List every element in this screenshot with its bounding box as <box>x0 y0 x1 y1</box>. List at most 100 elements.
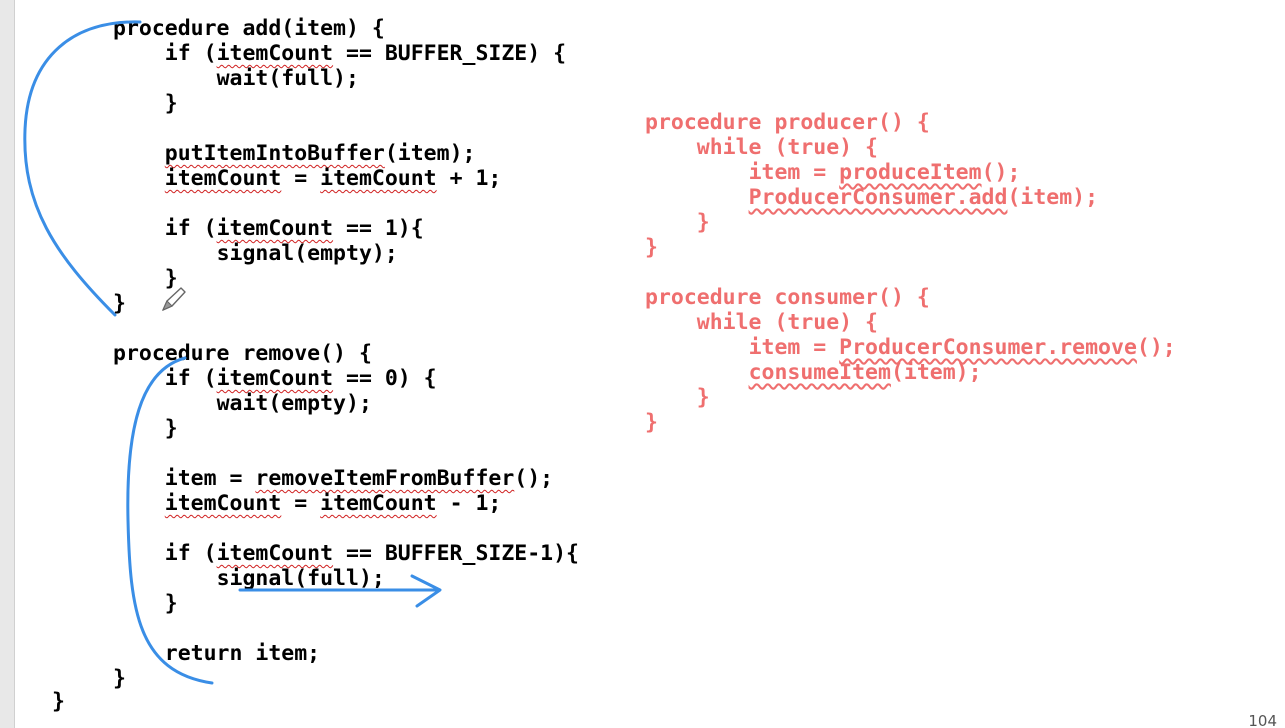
code-token: wait(empty); <box>216 391 372 416</box>
code-line: wait(empty); <box>113 391 579 416</box>
code-token: } <box>696 210 710 235</box>
code-line: if (itemCount == BUFFER_SIZE) { <box>113 41 579 66</box>
code-token: (); <box>981 160 1021 185</box>
code-token: } <box>164 91 178 116</box>
code-line: if (itemCount == BUFFER_SIZE-1){ <box>113 541 579 566</box>
code-token: - 1; <box>436 491 502 516</box>
spellcheck-flagged-token: ProducerConsumer.remove <box>839 335 1137 360</box>
producer-consumer-code: procedure producer() { while (true) { it… <box>645 110 1176 435</box>
spellcheck-flagged-token: itemCount <box>216 366 334 391</box>
spellcheck-flagged-token: itemCount <box>320 166 437 191</box>
code-token: signal(full); <box>216 566 385 591</box>
code-token: } <box>645 410 658 435</box>
code-token: == 0) { <box>333 366 437 391</box>
code-line: } <box>645 385 1176 410</box>
spellcheck-flagged-token: itemCount <box>216 41 334 66</box>
code-token: return item; <box>164 641 321 666</box>
code-line: wait(full); <box>113 66 579 91</box>
code-line: procedure remove() { <box>113 341 579 366</box>
code-line: consumeItem(item); <box>645 360 1176 385</box>
code-token: == BUFFER_SIZE) { <box>333 41 567 66</box>
remove-bracket-stroke <box>126 356 214 685</box>
code-token: (item); <box>1007 185 1099 210</box>
code-line: putItemIntoBuffer(item); <box>113 141 579 166</box>
spellcheck-flagged-token: consumeItem <box>748 360 891 385</box>
code-token: if ( <box>164 366 217 391</box>
code-token: } <box>645 235 658 260</box>
code-token: item = <box>748 335 840 360</box>
code-line: item = ProducerConsumer.remove(); <box>645 335 1176 360</box>
spellcheck-flagged-token: itemCount <box>164 491 282 516</box>
code-line: while (true) { <box>645 135 1176 160</box>
code-line: } <box>113 591 579 616</box>
code-token: } <box>113 291 126 316</box>
code-token: while (true) { <box>696 135 878 160</box>
code-token: if ( <box>164 216 217 241</box>
spellcheck-flagged-token: removeItemFromBuffer <box>255 466 515 491</box>
code-token: = <box>281 491 321 516</box>
spellcheck-flagged-token: putItemIntoBuffer <box>164 141 385 166</box>
code-token: if ( <box>164 41 217 66</box>
slide-number: 104 <box>1248 712 1277 728</box>
code-line: } <box>113 416 579 441</box>
code-token: } <box>164 591 178 616</box>
code-token: if ( <box>164 541 217 566</box>
code-line: } <box>113 291 579 316</box>
code-token: (item); <box>890 360 982 385</box>
slide-thumbnail-gutter <box>0 0 15 728</box>
code-line: } <box>645 210 1176 235</box>
code-token: (); <box>514 466 554 491</box>
code-token: wait(full); <box>216 66 359 91</box>
code-line: procedure consumer() { <box>645 285 1176 310</box>
code-line: return item; <box>113 641 579 666</box>
code-token: == BUFFER_SIZE-1){ <box>333 541 580 566</box>
code-line: procedure producer() { <box>645 110 1176 135</box>
code-line: } <box>113 266 579 291</box>
code-line: } <box>113 91 579 116</box>
code-line: signal(empty); <box>113 241 579 266</box>
code-token: } <box>164 266 178 291</box>
signal-full-arrow-stroke <box>238 574 442 608</box>
code-token: + 1; <box>436 166 502 191</box>
code-line: procedure add(item) { <box>113 16 579 41</box>
code-line: signal(full); <box>113 566 579 591</box>
spellcheck-flagged-token: itemCount <box>164 166 282 191</box>
code-line: } <box>113 666 579 691</box>
code-token: } <box>164 416 178 441</box>
code-token: == 1){ <box>333 216 424 241</box>
spellcheck-flagged-token: itemCount <box>216 216 334 241</box>
monitor-procedures-code: procedure add(item) { if (itemCount == B… <box>113 16 579 691</box>
code-line: item = removeItemFromBuffer(); <box>113 466 579 491</box>
code-token: } <box>696 385 710 410</box>
code-line: if (itemCount == 1){ <box>113 216 579 241</box>
code-token: procedure producer() { <box>645 110 930 135</box>
code-line: item = produceItem(); <box>645 160 1176 185</box>
spellcheck-flagged-token: itemCount <box>216 541 334 566</box>
code-token: item = <box>748 160 840 185</box>
spellcheck-flagged-token: itemCount <box>320 491 437 516</box>
code-line: itemCount = itemCount - 1; <box>113 491 579 516</box>
code-token: procedure remove() { <box>113 341 372 366</box>
spellcheck-flagged-token: produceItem <box>839 160 982 185</box>
code-token: (item); <box>384 141 476 166</box>
code-token: signal(empty); <box>216 241 398 266</box>
code-line: itemCount = itemCount + 1; <box>113 166 579 191</box>
code-token: (); <box>1136 335 1176 360</box>
pencil-icon <box>162 287 186 311</box>
code-line: if (itemCount == 0) { <box>113 366 579 391</box>
code-token: procedure consumer() { <box>645 285 930 310</box>
code-token: procedure add(item) { <box>113 16 385 41</box>
spellcheck-flagged-token: ProducerConsumer.add <box>748 185 1008 210</box>
code-line: } <box>645 235 1176 260</box>
code-token: item = <box>164 466 256 491</box>
code-token: } <box>113 666 126 691</box>
code-line: } <box>645 410 1176 435</box>
monitor-closing-brace: } <box>52 689 65 714</box>
code-token: while (true) { <box>696 310 878 335</box>
code-line: ProducerConsumer.add(item); <box>645 185 1176 210</box>
code-line: while (true) { <box>645 310 1176 335</box>
code-token: = <box>281 166 321 191</box>
add-bracket-stroke <box>23 20 142 317</box>
